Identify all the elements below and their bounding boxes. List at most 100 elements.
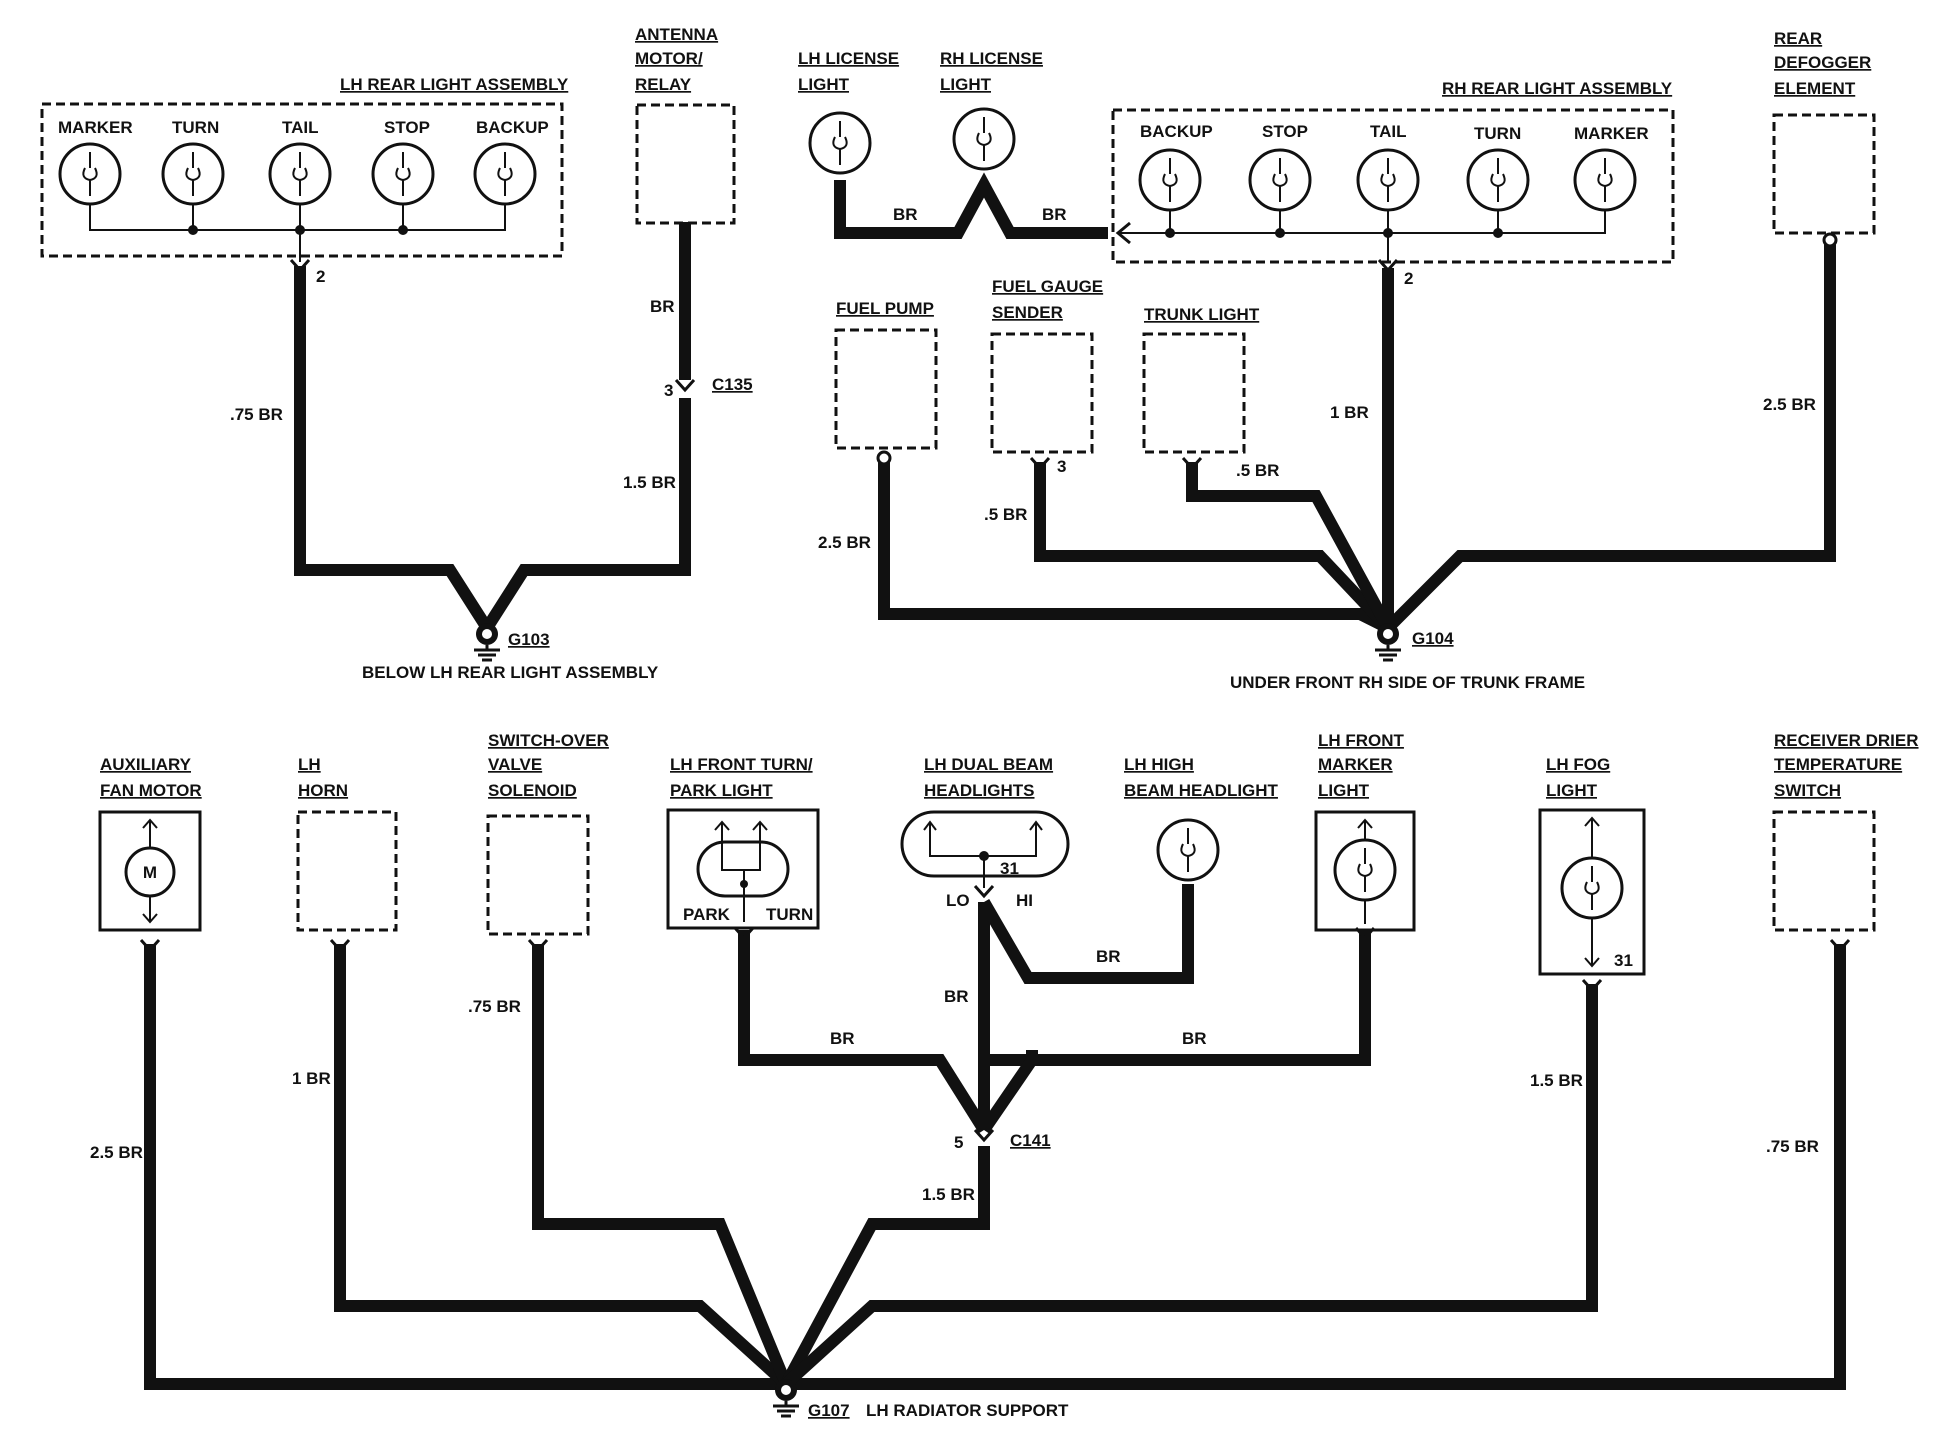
fuel-gauge-title-1: FUEL GAUGE xyxy=(992,277,1103,296)
lh-rear-light-assembly-box xyxy=(40,102,564,258)
dual-beam-title-1: LH DUAL BEAM xyxy=(924,755,1053,774)
g107-bus-wire xyxy=(144,944,1846,1390)
front-marker-wire xyxy=(979,930,1371,1134)
rh-bulb-label-stop: STOP xyxy=(1262,122,1308,141)
license-wires xyxy=(834,172,1108,239)
fog-pin: 31 xyxy=(1614,951,1633,970)
g107-location: LH RADIATOR SUPPORT xyxy=(866,1401,1069,1420)
horn-title-1: LH xyxy=(298,755,321,774)
aux-fan-motor-symbol: M xyxy=(143,863,157,882)
c135-connector-icon xyxy=(674,378,696,392)
rh-backup-bulb-icon xyxy=(1138,148,1202,212)
auxiliary-fan-motor: AUXILIARY FAN MOTOR M 2.5 BR xyxy=(90,755,202,1162)
lh-stop-bulb-icon xyxy=(371,142,435,206)
switch-over-valve-solenoid: SWITCH-OVER VALVE SOLENOID .75 BR xyxy=(468,731,609,1016)
lh-high-beam-headlight: LH HIGH BEAM HEADLIGHT xyxy=(1124,755,1279,882)
fuel-pump-title: FUEL PUMP xyxy=(836,299,934,318)
lh-rear-light-assembly: LH REAR LIGHT ASSEMBLY MARKER TURN TAIL … xyxy=(40,75,569,424)
turn-park-wire xyxy=(738,930,990,1134)
switchover-title-3: SOLENOID xyxy=(488,781,577,800)
switchover-box xyxy=(486,814,590,936)
rh-turn-bulb-icon xyxy=(1466,148,1530,212)
antenna-title-2: MOTOR/ xyxy=(635,49,703,68)
drier-title-1: RECEIVER DRIER xyxy=(1774,731,1919,750)
drier-title-3: SWITCH xyxy=(1774,781,1841,800)
rh-rear-pin: 2 xyxy=(1404,269,1413,288)
c141-wire-label: 1.5 BR xyxy=(922,1185,975,1204)
aux-fan-title-2: FAN MOTOR xyxy=(100,781,202,800)
high-beam-title-1: LH HIGH xyxy=(1124,755,1194,774)
rh-rear-wire-label: 1 BR xyxy=(1330,403,1369,422)
fuel-gauge-wire xyxy=(1034,462,1393,633)
fog-title-1: LH FOG xyxy=(1546,755,1610,774)
antenna-wire-upper: BR xyxy=(650,297,675,316)
lh-horn: LH HORN 1 BR xyxy=(292,755,398,1088)
trunk-light: TRUNK LIGHT .5 BR xyxy=(1142,305,1279,480)
g104-location: UNDER FRONT RH SIDE OF TRUNK FRAME xyxy=(1230,673,1585,692)
horn-title-2: HORN xyxy=(298,781,348,800)
fuel-gauge-box xyxy=(990,332,1094,454)
switchover-wire xyxy=(532,944,792,1387)
antenna-wire-lower: 1.5 BR xyxy=(623,473,676,492)
fog-wire xyxy=(781,984,1598,1389)
rh-rear-light-assembly: RH REAR LIGHT ASSEMBLY BACKUP STOP TAIL … xyxy=(1111,79,1675,422)
fog-wire-label: 1.5 BR xyxy=(1530,1071,1583,1090)
front-marker-title-2: MARKER xyxy=(1318,755,1393,774)
trunk-light-title: TRUNK LIGHT xyxy=(1144,305,1260,324)
fuel-pump-wire-label: 2.5 BR xyxy=(818,533,871,552)
lh-fog-light: LH FOG LIGHT 31 1.5 BR xyxy=(1530,755,1646,1090)
rh-bulb-label-backup: BACKUP xyxy=(1140,122,1213,141)
c141-wire xyxy=(780,1146,990,1387)
turn-label: TURN xyxy=(766,905,813,924)
g103-id: G103 xyxy=(508,630,550,649)
park-label: PARK xyxy=(683,905,731,924)
rh-rear-light-assembly-title: RH REAR LIGHT ASSEMBLY xyxy=(1442,79,1673,98)
defogger-title-1: REAR xyxy=(1774,29,1822,48)
defogger-wire-label: 2.5 BR xyxy=(1763,395,1816,414)
defogger-title-2: DEFOGGER xyxy=(1774,53,1871,72)
switchover-title-1: SWITCH-OVER xyxy=(488,731,609,750)
rear-defogger-element: REAR DEFOGGER ELEMENT 2.5 BR xyxy=(1763,29,1876,414)
defogger-box xyxy=(1772,113,1876,235)
defogger-wire xyxy=(1383,240,1836,633)
receiver-drier-temperature-switch: RECEIVER DRIER TEMPERATURE SWITCH .75 BR xyxy=(1766,731,1919,1156)
antenna-title-3: RELAY xyxy=(635,75,692,94)
license-lights: LH LICENSE LIGHT RH LICENSE LIGHT BR BR xyxy=(798,49,1067,224)
license-wire-a: BR xyxy=(893,205,918,224)
dual-beam-wire-label: BR xyxy=(944,987,969,1006)
drier-box xyxy=(1772,810,1876,932)
trunk-light-wire-label: .5 BR xyxy=(1236,461,1279,480)
rh-marker-bulb-icon xyxy=(1573,148,1637,212)
g104-ground-icon xyxy=(1373,621,1403,662)
rh-license-title-2: LIGHT xyxy=(940,75,992,94)
lh-rear-light-assembly-title: LH REAR LIGHT ASSEMBLY xyxy=(340,75,569,94)
dual-beam-pin: 31 xyxy=(1000,859,1019,878)
front-marker-bulb-icon xyxy=(1333,838,1397,902)
front-marker-title-3: LIGHT xyxy=(1318,781,1370,800)
lh-license-title-1: LH LICENSE xyxy=(798,49,899,68)
trunk-light-box xyxy=(1142,332,1246,454)
lh-front-turn-park-light: LH FRONT TURN/ PARK LIGHT PARK TURN BR xyxy=(666,755,855,1048)
lh-backup-bulb-icon xyxy=(473,142,537,206)
horn-wire xyxy=(334,944,791,1389)
rh-rear-light-assembly-box xyxy=(1111,108,1675,264)
fuel-gauge-sender: FUEL GAUGE SENDER 3 .5 BR xyxy=(984,277,1103,524)
g103-wires xyxy=(294,222,691,640)
lh-bulb-label-turn: TURN xyxy=(172,118,219,137)
lh-front-marker-light: LH FRONT MARKER LIGHT BR xyxy=(1182,731,1416,1048)
hi-label: HI xyxy=(1016,891,1033,910)
rh-license-title-1: RH LICENSE xyxy=(940,49,1043,68)
rh-bulb-label-tail: TAIL xyxy=(1370,122,1407,141)
trunk-light-wire xyxy=(1186,462,1394,631)
high-beam-bulb-icon xyxy=(1156,818,1220,882)
lh-marker-bulb-icon xyxy=(58,142,122,206)
antenna-title-1: ANTENNA xyxy=(635,25,718,44)
turn-park-box xyxy=(666,808,820,930)
c141-connector-icon xyxy=(973,1128,995,1142)
aux-fan-box xyxy=(98,810,202,932)
g107-ground-icon xyxy=(771,1377,801,1418)
fuel-gauge-wire-label: .5 BR xyxy=(984,505,1027,524)
g104-id: G104 xyxy=(1412,629,1454,648)
high-beam-wire xyxy=(978,884,1194,1066)
fog-title-2: LIGHT xyxy=(1546,781,1598,800)
